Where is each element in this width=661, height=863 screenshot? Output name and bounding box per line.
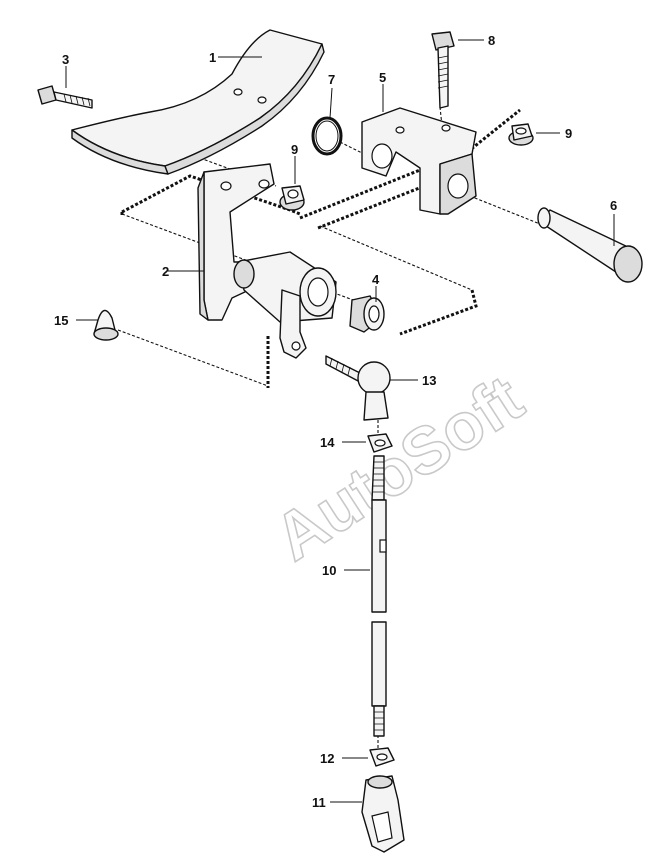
bolt-8 bbox=[431, 31, 455, 109]
guide-line-stop bbox=[117, 329, 269, 387]
leader-7 bbox=[329, 87, 333, 119]
callout-9-left: 9 bbox=[291, 142, 298, 157]
callout-8: 8 bbox=[488, 33, 495, 48]
callout-7: 7 bbox=[328, 72, 335, 87]
callout-2: 2 bbox=[162, 264, 169, 279]
callout-15: 15 bbox=[54, 313, 68, 328]
pedal-pad bbox=[71, 29, 325, 175]
nut-14 bbox=[367, 433, 393, 453]
rubber-stop bbox=[93, 309, 119, 341]
callout-14: 14 bbox=[320, 435, 335, 450]
guide-line-diagonal bbox=[319, 225, 473, 291]
callout-9-right: 9 bbox=[565, 126, 572, 141]
guide-line-pin6 bbox=[469, 195, 541, 225]
ball-joint bbox=[325, 355, 391, 421]
callout-10: 10 bbox=[322, 563, 336, 578]
pivot-pin bbox=[537, 207, 643, 283]
watermark-text: AutoSoft bbox=[261, 361, 535, 575]
callout-1: 1 bbox=[209, 50, 216, 65]
leader-lines bbox=[65, 39, 615, 803]
guide-line-bushing bbox=[399, 289, 478, 336]
flange-nut-9-right bbox=[508, 123, 534, 146]
guide-line-pedal-upper bbox=[121, 174, 301, 216]
callout-12: 12 bbox=[320, 751, 334, 766]
pedal-lever bbox=[197, 163, 337, 359]
flange-nut-9-left bbox=[279, 185, 305, 211]
callout-11: 11 bbox=[312, 795, 326, 810]
pedal-bracket bbox=[361, 107, 477, 215]
bushing bbox=[349, 295, 385, 333]
callout-labels: 1 2 3 4 5 6 7 8 9 9 10 11 12 13 14 15 bbox=[54, 33, 617, 810]
adjusting-rod bbox=[371, 455, 387, 737]
guide-line-bracket bbox=[299, 108, 521, 220]
callout-6: 6 bbox=[610, 198, 617, 213]
callout-13: 13 bbox=[422, 373, 436, 388]
callout-5: 5 bbox=[379, 70, 386, 85]
callout-3: 3 bbox=[62, 52, 69, 67]
clevis bbox=[361, 775, 405, 853]
callout-4: 4 bbox=[372, 272, 380, 287]
snap-ring bbox=[311, 116, 343, 156]
bolt-3 bbox=[37, 85, 93, 109]
nut-12 bbox=[369, 747, 395, 767]
